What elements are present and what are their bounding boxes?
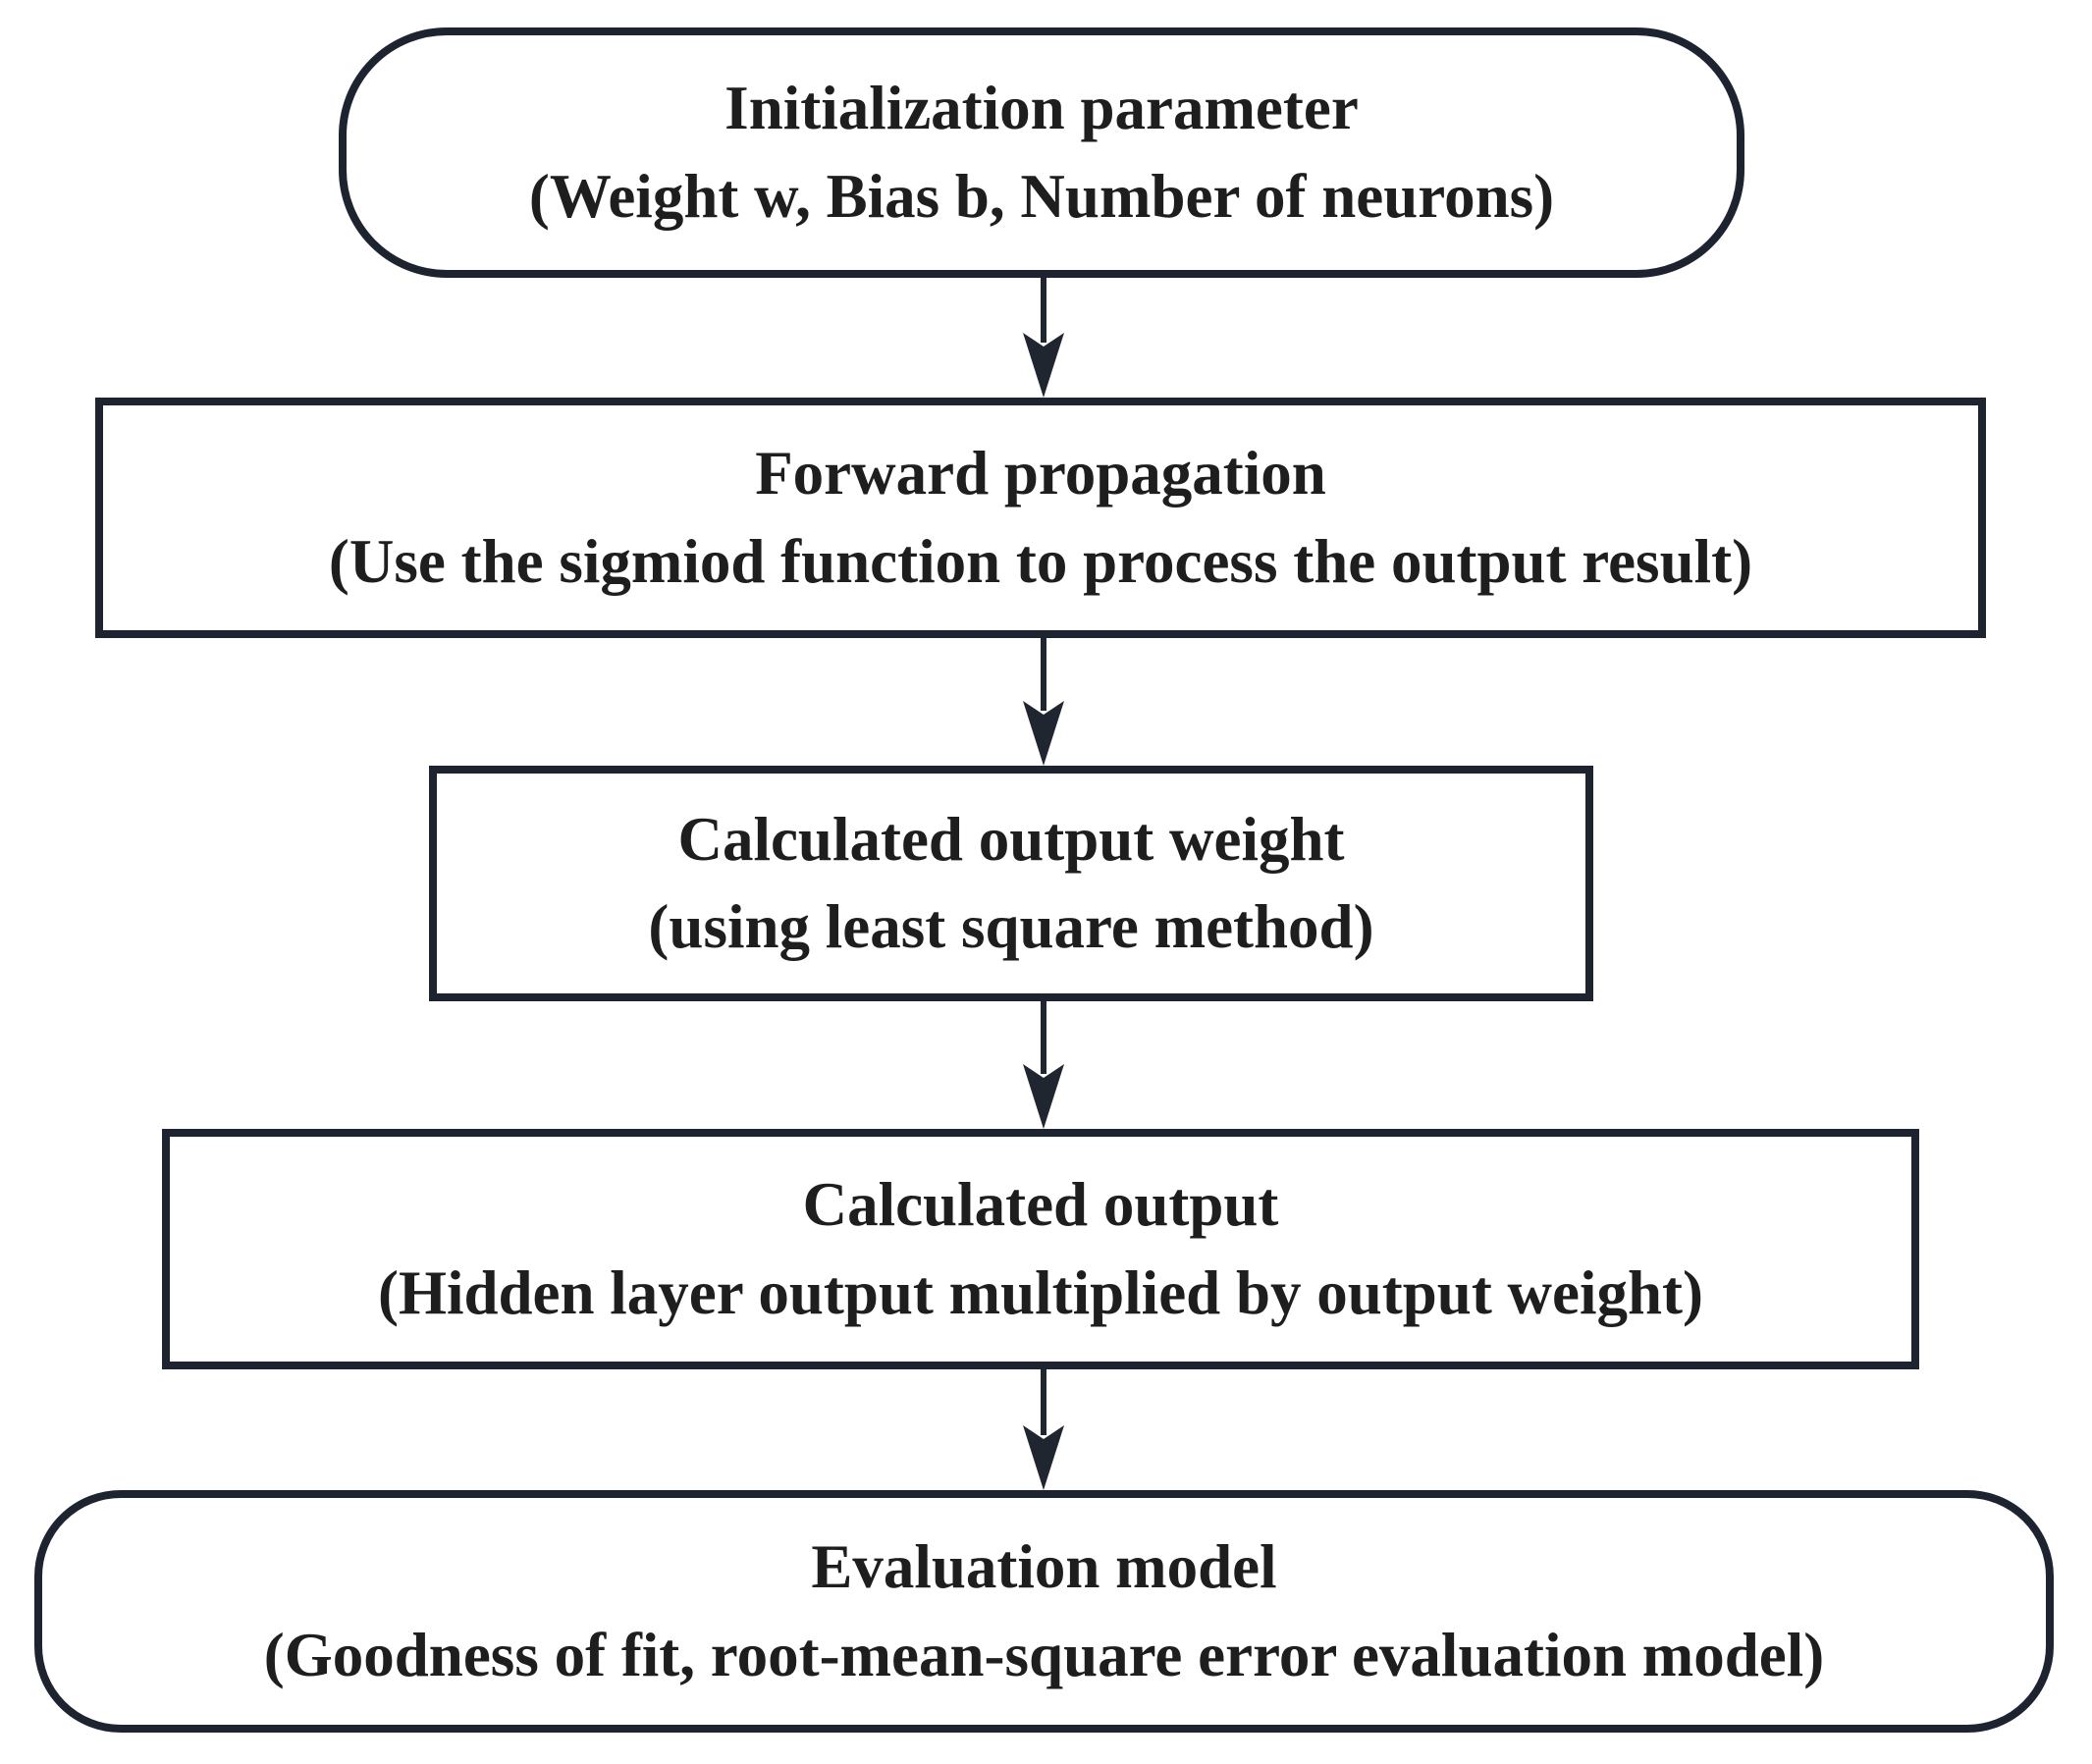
- node-subtitle: (Hidden layer output multiplied by outpu…: [377, 1257, 1704, 1327]
- arrow-stem: [1041, 278, 1046, 343]
- arrow-down-icon: [1022, 638, 1065, 766]
- node-title: Forward propagation: [755, 439, 1326, 508]
- flow-node-forward-propagation: Forward propagation (Use the sigmiod fun…: [95, 398, 1986, 638]
- arrow-stem: [1041, 1001, 1046, 1074]
- arrow-head: [1023, 333, 1064, 398]
- node-title: Calculated output weight: [677, 804, 1345, 874]
- arrow-stem: [1041, 1369, 1046, 1435]
- arrow-down-icon: [1022, 1001, 1065, 1129]
- arrow-head: [1023, 1425, 1064, 1490]
- arrow-down-icon: [1022, 1369, 1065, 1490]
- arrow-stem: [1041, 638, 1046, 711]
- node-subtitle: (Goodness of fit, root-mean-square error…: [263, 1620, 1825, 1689]
- flow-node-calculated-output-weight: Calculated output weight (using least sq…: [429, 766, 1593, 1001]
- node-title: Initialization parameter: [724, 74, 1359, 143]
- node-subtitle: (using least square method): [648, 892, 1374, 961]
- arrow-down-icon: [1022, 278, 1065, 398]
- flow-node-evaluation-model: Evaluation model (Goodness of fit, root-…: [34, 1490, 2054, 1733]
- flow-node-initialization: Initialization parameter (Weight w, Bias…: [339, 27, 1744, 278]
- arrow-head: [1023, 701, 1064, 766]
- node-title: Evaluation model: [811, 1532, 1277, 1602]
- arrow-head: [1023, 1064, 1064, 1129]
- flow-node-calculated-output: Calculated output (Hidden layer output m…: [162, 1129, 1919, 1369]
- node-subtitle: (Weight w, Bias b, Number of neurons): [528, 161, 1555, 231]
- node-title: Calculated output: [802, 1170, 1279, 1240]
- node-subtitle: (Use the sigmiod function to process the…: [328, 526, 1753, 596]
